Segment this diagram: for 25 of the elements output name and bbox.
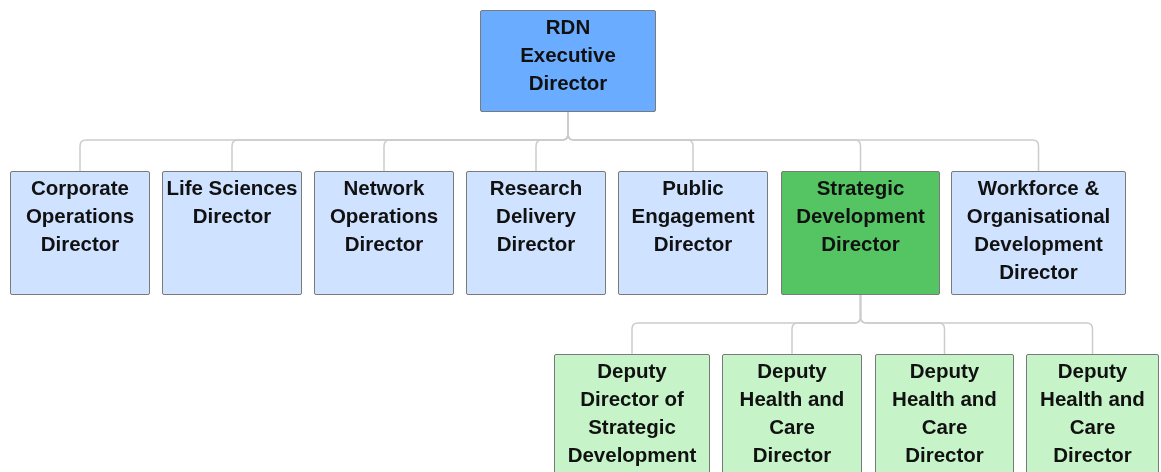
role-title: RDN Executive Director — [519, 14, 617, 96]
role-box — [781, 171, 940, 295]
role-title: Strategic Development Director — [795, 175, 926, 257]
role-box — [466, 171, 606, 295]
role-title: Deputy Director of Strategic Development — [566, 358, 698, 468]
connector-line — [859, 294, 1094, 355]
role-title: Workforce & Organisational Development Director — [965, 175, 1112, 285]
role-title: Research Delivery Director — [488, 175, 584, 257]
role-box — [554, 354, 710, 472]
role-box — [10, 171, 150, 295]
role-box — [162, 171, 302, 295]
role-title: Deputy Health and Care Director — [1039, 358, 1146, 468]
role-title: Public Engagement Director — [630, 175, 756, 257]
role-title: Network Operations Director — [328, 175, 440, 257]
role-box — [618, 171, 768, 295]
role-box — [722, 354, 862, 472]
role-box — [480, 10, 656, 112]
role-title: Life Sciences Director — [165, 175, 299, 229]
role-title: Deputy Health and Care Director — [738, 358, 846, 468]
role-box — [1026, 354, 1159, 472]
role-title: Deputy Health and Care Director — [891, 358, 998, 468]
role-title: Corporate Operations Director — [24, 175, 136, 257]
role-box — [951, 171, 1126, 295]
role-box — [314, 171, 454, 295]
role-box — [875, 354, 1014, 472]
